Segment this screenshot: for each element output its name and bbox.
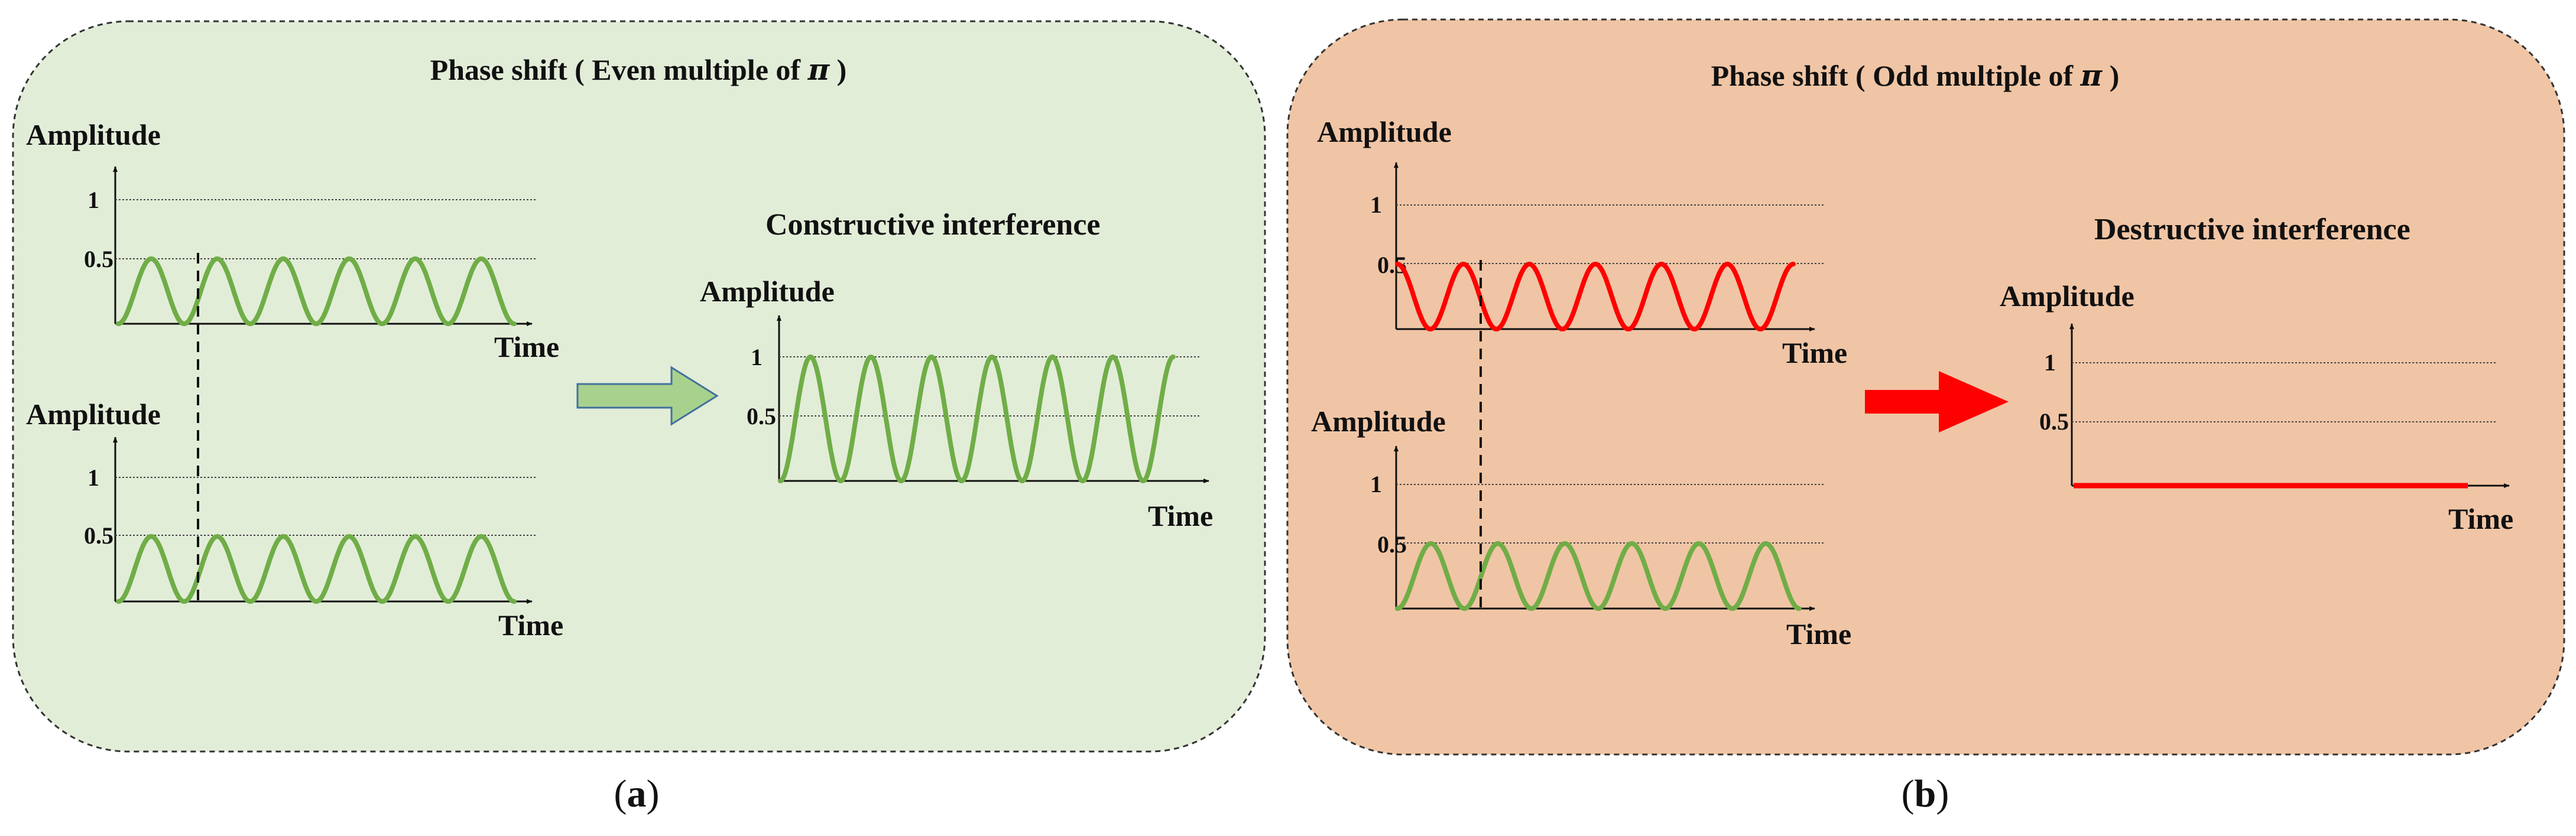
panel-b-input-top-plot: Amplitude 1 0.5 Time — [1317, 115, 1847, 369]
tick-label-1: 1 — [2044, 349, 2056, 376]
panel-a-input-bottom-plot: Amplitude 1 0.5 Time — [26, 398, 563, 642]
y-axis-label: Amplitude — [700, 275, 835, 308]
panel-a-output-plot: Amplitude 1 0.5 Time — [700, 275, 1213, 532]
y-axis-label: Amplitude — [2000, 279, 2134, 313]
tick-label-1: 1 — [1370, 191, 1382, 218]
panel-b-title: Phase shift ( Odd multiple of π ) — [1711, 58, 2120, 93]
x-axis-label: Time — [1786, 617, 1851, 650]
constructive-output-wave — [778, 354, 1176, 484]
panel-b-input-bottom-plot: Amplitude 1 0.5 Time — [1311, 405, 1851, 650]
x-axis-label: Time — [1782, 336, 1847, 369]
result-arrow — [1865, 371, 2009, 432]
panel-a-input-top-plot: Amplitude 1 0.5 Time — [26, 118, 559, 363]
panel-b: Phase shift ( Odd multiple of π ) Amplit… — [1286, 18, 2565, 756]
y-axis-label: Amplitude — [1311, 405, 1446, 438]
panel-b-output-plot: Amplitude 1 0.5 Time — [2000, 279, 2513, 535]
x-axis-label: Time — [2448, 502, 2513, 535]
tick-label-1: 1 — [87, 187, 99, 213]
tick-label-0.5: 0.5 — [747, 403, 776, 430]
panel-a: Phase shift ( Even multiple of π ) Ampli… — [12, 20, 1266, 753]
y-axis-label: Amplitude — [1317, 115, 1452, 148]
x-axis-label: Time — [1148, 499, 1213, 532]
y-axis-label: Amplitude — [26, 118, 161, 151]
tick-label-0.5: 0.5 — [84, 246, 113, 272]
input-wave-bottom — [116, 534, 517, 604]
input-wave-top — [116, 256, 517, 327]
tick-label-1: 1 — [1370, 471, 1382, 497]
x-axis-label: Time — [498, 609, 563, 642]
panel-b-background — [1286, 18, 2565, 756]
x-axis-label: Time — [494, 330, 559, 363]
destructive-interference-label: Destructive interference — [2094, 213, 2410, 246]
tick-label-0.5: 0.5 — [1377, 531, 1407, 558]
tick-label-0.5: 0.5 — [2039, 408, 2069, 435]
input-wave-bottom — [1395, 541, 1802, 611]
tick-label-1: 1 — [751, 344, 763, 370]
tick-label-1: 1 — [87, 464, 99, 491]
y-axis-label: Amplitude — [26, 398, 161, 431]
input-wave-top-phase-shifted — [1395, 261, 1796, 332]
tick-label-0.5: 0.5 — [84, 522, 113, 549]
panel-a-title: Phase shift ( Even multiple of π ) — [430, 52, 847, 87]
result-arrow — [576, 366, 719, 426]
caption-b: (b) — [1902, 772, 1949, 815]
constructive-interference-label: Constructive interference — [765, 208, 1101, 242]
caption-a: (a) — [614, 772, 660, 815]
